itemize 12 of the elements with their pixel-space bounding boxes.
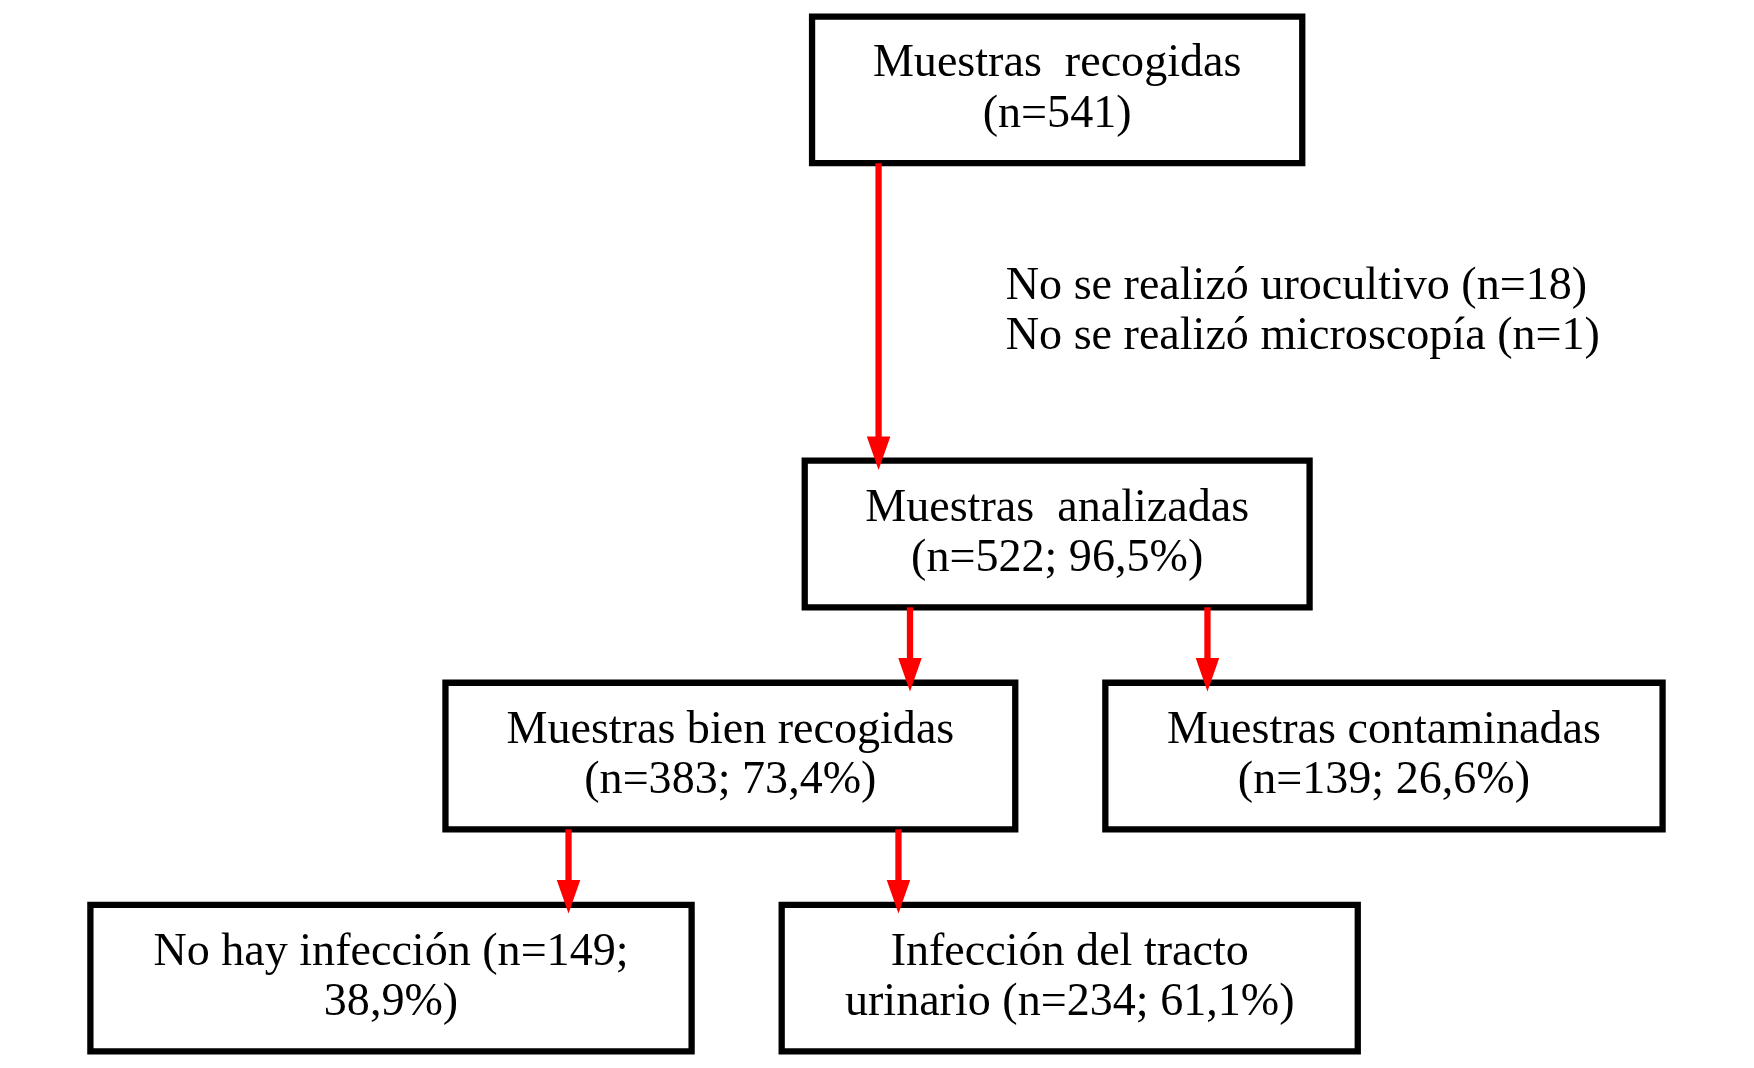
node-box: No hay infección (n=149; 38,9%) [87, 901, 695, 1055]
node-box: Muestras contaminadas (n=139; 26,6%) [1102, 679, 1666, 833]
node-box: Muestras recogidas (n=541) [808, 13, 1306, 167]
arrow [1195, 607, 1220, 692]
arrow [898, 607, 922, 692]
node-box: Muestras bien recogidas (n=383; 73,4%) [442, 679, 1019, 833]
arrow [886, 829, 911, 914]
node-box: Muestras analizadas (n=522; 96,5%) [801, 457, 1313, 611]
node-box: Infección del tracto urinario (n=234; 61,1%) [778, 901, 1361, 1055]
arrow [556, 829, 581, 914]
label: No se realizó urocultivo (n=18) [1005, 257, 1588, 309]
arrow [866, 163, 891, 471]
